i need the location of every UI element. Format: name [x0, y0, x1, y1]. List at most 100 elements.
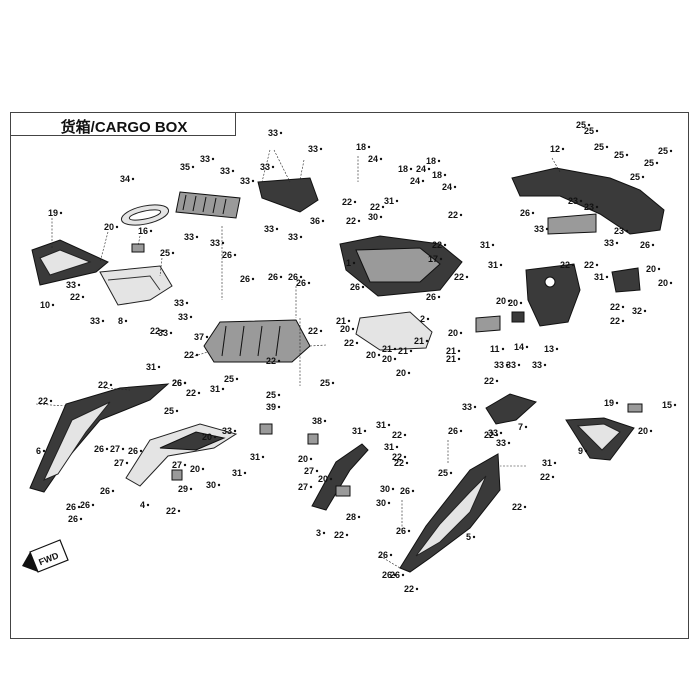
- part-15-clip[interactable]: [627, 403, 643, 413]
- callout-29: 29: [178, 484, 188, 494]
- callout-dot: [657, 267, 661, 271]
- callout-dot: [205, 335, 209, 339]
- callout-21: 21: [446, 354, 456, 364]
- callout-dot: [81, 295, 85, 299]
- callout-23: 23: [568, 196, 578, 206]
- callout-26: 26: [382, 570, 392, 580]
- part-39-bracket[interactable]: [259, 423, 273, 435]
- callout-18: 18: [398, 164, 408, 174]
- callout-dot: [655, 161, 659, 165]
- callout-dot: [169, 331, 173, 335]
- callout-dot: [595, 263, 599, 267]
- part-11-bracket[interactable]: [475, 315, 501, 333]
- callout-26: 26: [288, 272, 298, 282]
- callout-dot: [443, 173, 447, 177]
- callout-22: 22: [266, 356, 276, 366]
- callout-30: 30: [206, 480, 216, 490]
- callout-dot: [425, 339, 429, 343]
- callout-33: 33: [494, 360, 504, 370]
- callout-dot: [545, 227, 549, 231]
- callout-dot: [51, 303, 55, 307]
- part-29-clip[interactable]: [171, 469, 183, 481]
- callout-dot: [595, 129, 599, 133]
- part-10-side-panel[interactable]: [31, 239, 109, 286]
- callout-33: 33: [90, 316, 100, 326]
- callout-26: 26: [100, 486, 110, 496]
- callout-33: 33: [488, 428, 498, 438]
- part-4-panel[interactable]: [125, 423, 238, 487]
- callout-dot: [183, 381, 187, 385]
- callout-21: 21: [382, 344, 392, 354]
- part-2-panel[interactable]: [355, 311, 433, 351]
- callout-10: 10: [40, 300, 50, 310]
- callout-25: 25: [576, 120, 586, 130]
- callout-dot: [437, 295, 441, 299]
- callout-8: 8: [118, 316, 123, 326]
- callout-dot: [459, 213, 463, 217]
- callout-dot: [443, 243, 447, 247]
- callout-22: 22: [70, 292, 80, 302]
- part-36-top-cover[interactable]: [257, 177, 319, 213]
- part-34-oval-trim[interactable]: [120, 201, 171, 229]
- part-14-clip[interactable]: [511, 311, 525, 323]
- callout-dot: [615, 401, 619, 405]
- part-8-fender[interactable]: [99, 265, 173, 306]
- callout-22: 22: [454, 272, 464, 282]
- callout-dot: [465, 275, 469, 279]
- callout-dot: [191, 165, 195, 169]
- callout-20: 20: [366, 350, 376, 360]
- callout-31: 31: [542, 458, 552, 468]
- part-3-trim[interactable]: [311, 443, 369, 511]
- part-35-grille[interactable]: [175, 191, 241, 219]
- callout-dot: [495, 379, 499, 383]
- callout-dot: [457, 349, 461, 353]
- part-5-side-panel[interactable]: [399, 453, 501, 573]
- callout-dot: [381, 205, 385, 209]
- part-28-bracket[interactable]: [335, 485, 351, 497]
- callout-24: 24: [442, 182, 452, 192]
- callout-dot: [499, 431, 503, 435]
- callout-33: 33: [268, 128, 278, 138]
- callout-dot: [387, 501, 391, 505]
- part-12-frame-rail[interactable]: [511, 167, 665, 235]
- callout-dot: [309, 485, 313, 489]
- callout-dot: [439, 257, 443, 261]
- part-16-clip[interactable]: [131, 243, 145, 253]
- callout-dot: [323, 419, 327, 423]
- callout-dot: [321, 219, 325, 223]
- callout-33: 33: [174, 298, 184, 308]
- callout-22: 22: [392, 430, 402, 440]
- callout-26: 26: [94, 444, 104, 454]
- part-37-floor-panel[interactable]: [203, 319, 311, 363]
- callout-dot: [329, 477, 333, 481]
- callout-25: 25: [224, 374, 234, 384]
- part-13-rear-panel[interactable]: [525, 263, 581, 327]
- callout-18: 18: [426, 156, 436, 166]
- callout-dot: [584, 449, 588, 453]
- part-38-clip[interactable]: [307, 433, 319, 445]
- part-6-side-panel[interactable]: [29, 383, 170, 493]
- callout-33: 33: [184, 232, 194, 242]
- part-32-bracket[interactable]: [611, 267, 641, 293]
- callout-dot: [189, 315, 193, 319]
- part-1-cargo-tray[interactable]: [339, 235, 463, 297]
- part-9-panel[interactable]: [565, 417, 635, 461]
- callout-20: 20: [382, 354, 392, 364]
- callout-26: 26: [396, 526, 406, 536]
- callout-6: 6: [36, 446, 41, 456]
- callout-dot: [409, 167, 413, 171]
- callout-dot: [403, 433, 407, 437]
- callout-20: 20: [202, 432, 212, 442]
- callout-dot: [457, 357, 461, 361]
- part-7-bracket[interactable]: [485, 393, 537, 425]
- callout-dot: [299, 275, 303, 279]
- callout-20: 20: [190, 464, 200, 474]
- callout-20: 20: [340, 324, 350, 334]
- callout-27: 27: [114, 458, 124, 468]
- callout-dot: [307, 281, 311, 285]
- callout-dot: [391, 487, 395, 491]
- callout-5: 5: [466, 532, 471, 542]
- callout-38: 38: [312, 416, 322, 426]
- callout-22: 22: [610, 316, 620, 326]
- leader-lines: [35, 149, 561, 569]
